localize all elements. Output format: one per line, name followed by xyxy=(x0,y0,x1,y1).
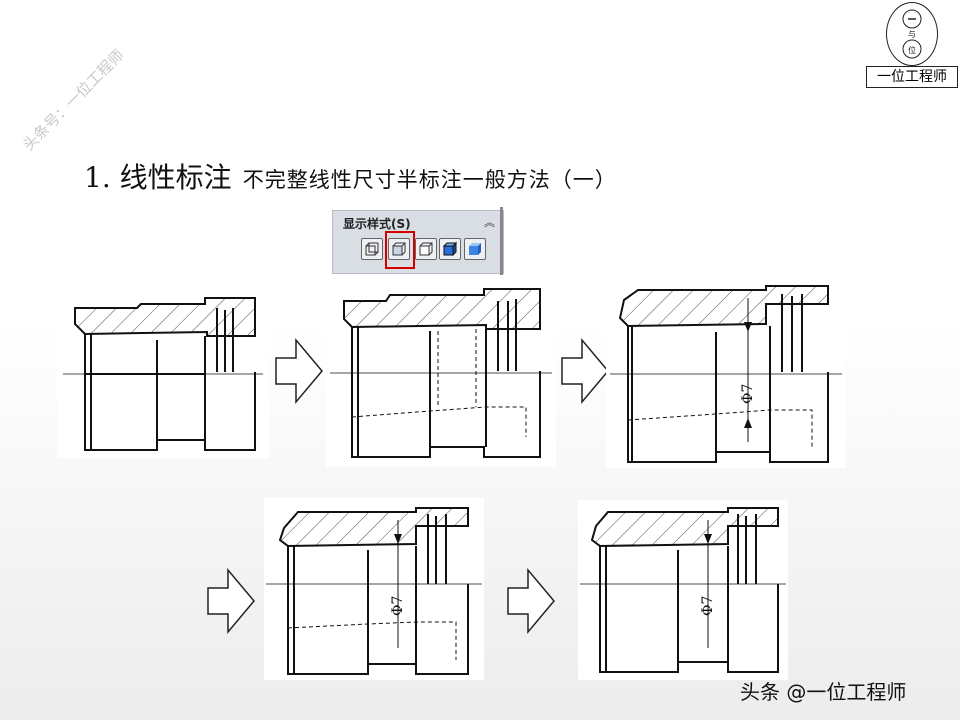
dimension-label: Φ7 xyxy=(390,596,406,616)
hidden-lines-removed-button[interactable] xyxy=(415,238,437,260)
svg-text:与: 与 xyxy=(908,30,916,39)
flow-arrow-icon xyxy=(561,337,609,405)
wireframe-button[interactable] xyxy=(361,238,383,260)
logo-label: 一位工程师 xyxy=(866,66,958,88)
dimension-label: Φ7 xyxy=(700,596,716,616)
logo-seal: 与 位 xyxy=(886,2,938,66)
toolbar-label: 显示样式(S) xyxy=(343,217,411,231)
shaded-icon xyxy=(469,243,481,255)
slide-title: 1. 线性标注 不完整线性尺寸半标注一般方法（一） xyxy=(84,156,617,196)
drawing-step-5: Φ7 xyxy=(578,500,788,680)
dimension-label: Φ7 xyxy=(740,384,756,404)
drawing-step-3: Φ7 xyxy=(606,278,846,468)
drawing-step-2 xyxy=(326,277,556,467)
drawing-step-4: Φ7 xyxy=(264,498,484,680)
logo-seal-icon: 与 位 xyxy=(902,9,922,59)
shaded-with-edges-button[interactable] xyxy=(439,238,461,260)
drawing-step-1 xyxy=(57,288,269,458)
flow-arrow-icon xyxy=(207,567,255,635)
shaded-with-edges-icon xyxy=(442,241,458,257)
title-main: 1. 线性标注 xyxy=(84,161,232,194)
hidden-lines-visible-button[interactable] xyxy=(388,238,410,260)
hidden-lines-visible-icon xyxy=(392,242,406,256)
display-style-toolbar: 显示样式(S) ︽ xyxy=(332,210,504,274)
watermark: 头条号：一位工程师 xyxy=(19,45,128,155)
flow-arrow-icon xyxy=(507,567,555,635)
toolbar-edge xyxy=(500,207,503,275)
hidden-lines-removed-icon xyxy=(419,242,433,256)
logo: 与 位 一位工程师 xyxy=(866,2,958,88)
svg-text:位: 位 xyxy=(908,45,916,55)
selected-style-highlight xyxy=(385,231,415,269)
flow-arrow-icon xyxy=(275,337,323,405)
footer-attribution: 头条 @一位工程师 xyxy=(740,680,907,704)
shaded-button[interactable] xyxy=(464,238,486,260)
double-chevron-up-icon[interactable]: ︽ xyxy=(484,216,495,229)
wireframe-icon xyxy=(365,242,379,256)
title-sub: 不完整线性尺寸半标注一般方法（一） xyxy=(242,168,617,192)
